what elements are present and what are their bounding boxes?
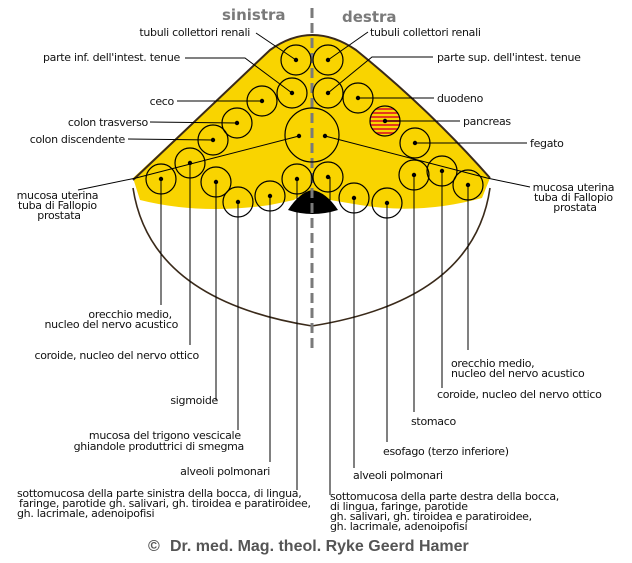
- label-mucosa-uterina-left: mucosa uterina tuba di Fallopio prostata: [17, 189, 102, 222]
- leader-lines: [77, 31, 531, 495]
- label-coroide-left: coroide, nucleo del nervo ottico: [34, 349, 199, 362]
- label-ceco: ceco: [150, 95, 175, 108]
- label-alveoli-left: alveoli polmonari: [180, 465, 270, 478]
- copyright-symbol: ©: [148, 538, 160, 555]
- label-colon-discendente: colon discendente: [30, 133, 126, 146]
- label-pancreas: pancreas: [463, 115, 511, 128]
- label-mucosa-uterina-right: mucosa uterina tuba di Fallopio prostata: [533, 181, 618, 214]
- label-trigono: mucosa del trigono vescicale ghiandole p…: [74, 429, 244, 453]
- label-alveoli-right: alveoli polmonari: [353, 469, 443, 482]
- label-intestino-inf: parte inf. dell'intest. tenue: [43, 51, 181, 64]
- copyright-text: Dr. med. Mag. theol. Ryke Geerd Hamer: [170, 538, 469, 555]
- label-duodeno: duodeno: [437, 92, 484, 105]
- label-sigmoide: sigmoide: [170, 394, 218, 407]
- relay-tubuli-right[interactable]: [312, 44, 344, 76]
- label-sottomucosa-right: sottomucosa della parte destra della boc…: [330, 490, 562, 533]
- label-stomaco: stomaco: [411, 415, 456, 428]
- label-tubuli-right: tubuli collettori renali: [370, 26, 481, 39]
- side-label-right: destra: [342, 8, 397, 26]
- label-colon-trasverso: colon trasverso: [68, 116, 149, 129]
- relay-intestino-inf[interactable]: [276, 77, 308, 109]
- label-orecchio-right: orecchio medio, nucleo del nervo acustic…: [451, 357, 585, 380]
- relay-sottomucosa-right[interactable]: [312, 161, 344, 193]
- relay-tubuli-left[interactable]: [280, 44, 312, 76]
- relay-intestino-sup[interactable]: [312, 77, 344, 109]
- relay-mucosa-uterina[interactable]: [284, 107, 340, 163]
- side-label-left: sinistra: [222, 6, 286, 24]
- aqueduct-shape: [288, 190, 338, 214]
- relays-right: [312, 44, 484, 219]
- label-fegato: fegato: [530, 137, 564, 150]
- label-sottomucosa-left: sottomucosa della parte sinistra della b…: [17, 487, 314, 520]
- label-coroide-right: coroide, nucleo del nervo ottico: [437, 388, 602, 401]
- label-orecchio-left: orecchio medio, nucleo del nervo acustic…: [45, 308, 179, 331]
- label-tubuli-left: tubuli collettori renali: [139, 26, 250, 39]
- label-intestino-sup: parte sup. dell'intest. tenue: [437, 51, 581, 64]
- endoderm-top-edge: [132, 34, 491, 181]
- label-esofago: esofago (terzo inferiore): [383, 445, 509, 458]
